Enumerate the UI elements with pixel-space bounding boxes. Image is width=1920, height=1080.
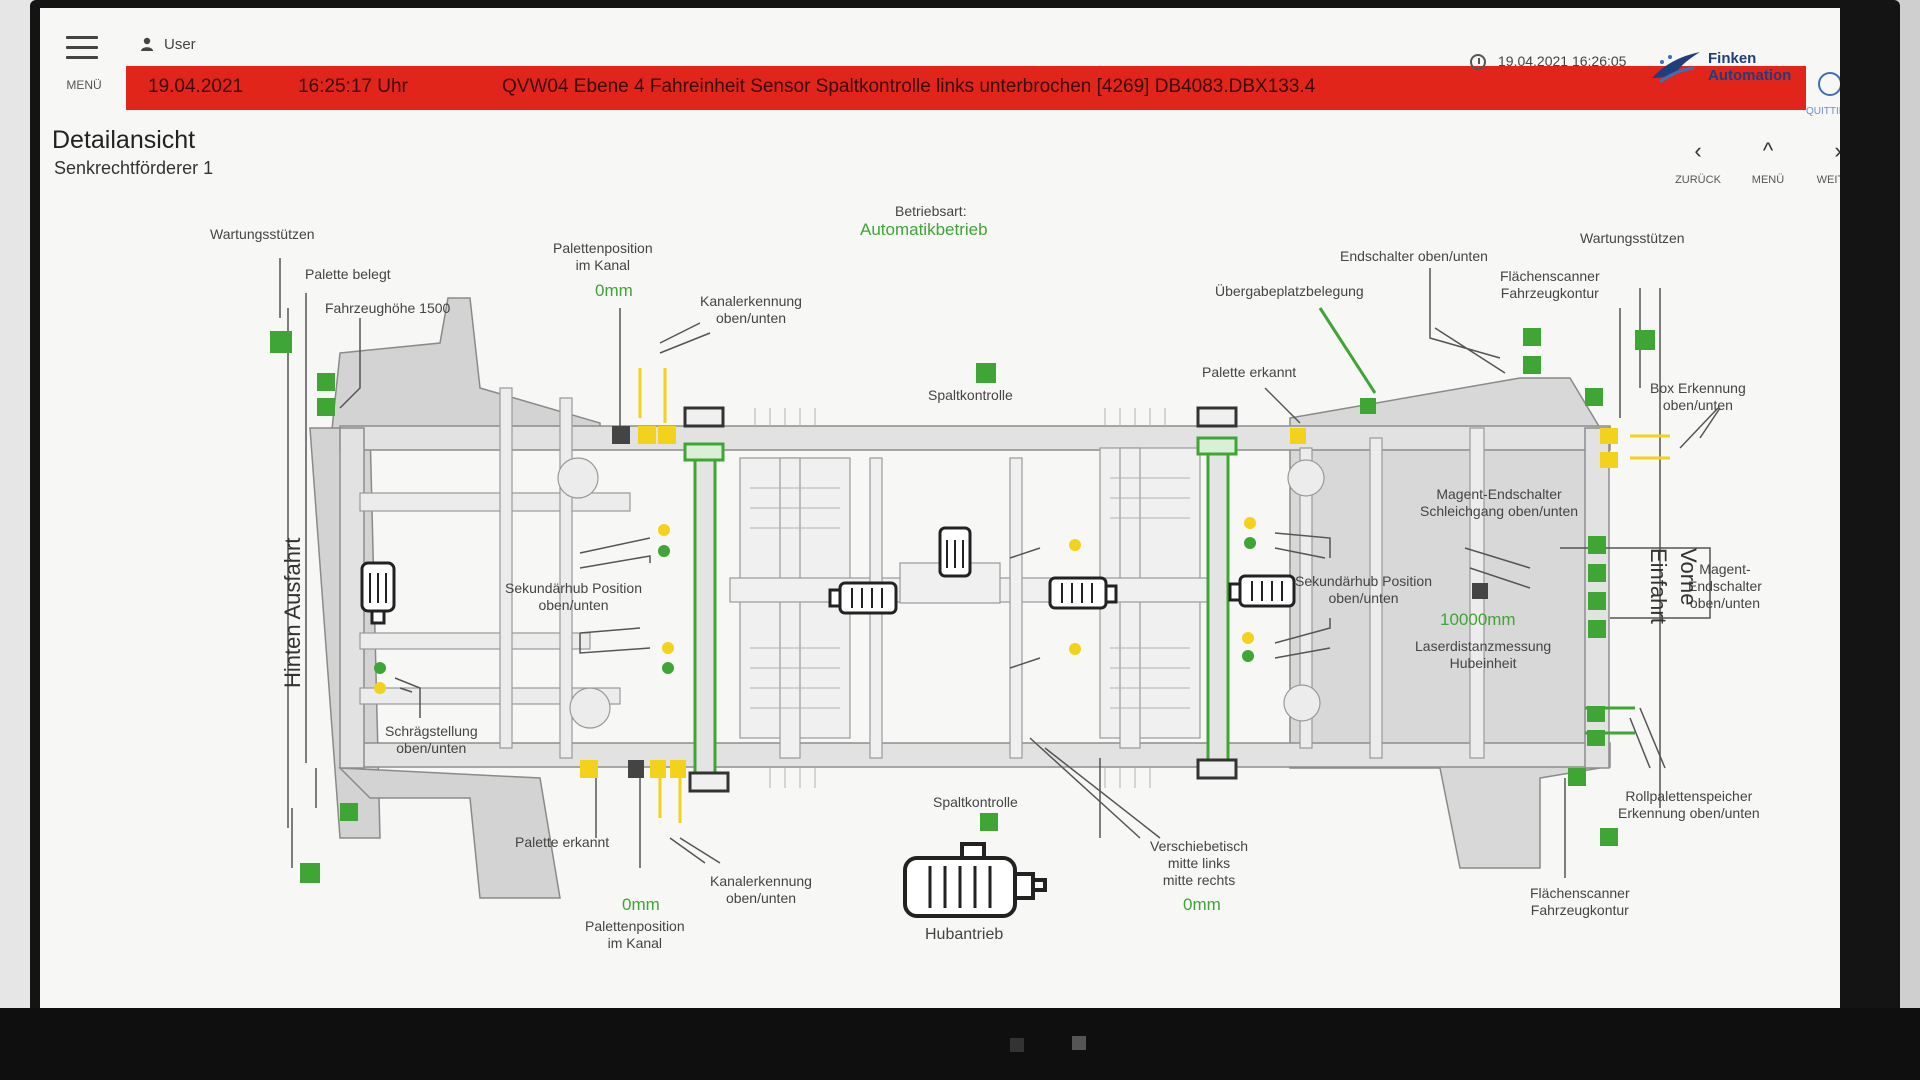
label-hinten-ausfahrt: Hinten Ausfahrt: [280, 537, 305, 688]
label-palette-erkannt-bottom: Palette erkannt: [515, 834, 610, 850]
motor-left-icon: [360, 561, 396, 625]
motor-center-left-icon: [828, 581, 898, 615]
sensors-gray: [612, 426, 1488, 778]
label-vorne-einfahrt: Vorne Einfahrt: [1646, 548, 1701, 624]
monitor-stand: [0, 1008, 1920, 1080]
label-box-erkennung: Box Erkennung oben/unten: [1650, 380, 1746, 413]
chevron-right-icon: ›: [1808, 140, 1840, 162]
motor-center-right-icon: [1048, 576, 1118, 610]
brand-line2: Automation: [1708, 67, 1792, 84]
leader-lines: [279, 258, 1721, 878]
label-palette-erkannt-top: Palette erkannt: [1202, 364, 1297, 380]
value-laserdistanz: 10000mm: [1440, 610, 1516, 629]
motor-center-icon: [938, 526, 972, 578]
label-palettenposition-bottom: Palettenposition im Kanal: [585, 918, 685, 951]
label-flaechenscanner-bottom: Flächenscanner Fahrzeugkontur: [1530, 885, 1630, 918]
hamburger-icon-bar: [66, 56, 98, 59]
central-carriage: [729, 447, 1211, 759]
menu-up-label: MENÜ: [1751, 174, 1785, 186]
guide-column-left: [683, 406, 730, 793]
conveyor-diagram: [270, 258, 1721, 918]
label-palette-belegt: Palette belegt: [305, 266, 391, 282]
label-schraegstellung: Schrägstellung oben/unten: [385, 723, 478, 756]
hubantrieb-motor-icon: [903, 842, 1047, 918]
monitor-control-button[interactable]: [1072, 1036, 1086, 1050]
acknowledge-label: QUITTIEREN: [1806, 106, 1840, 117]
label-sekundaerhub-left: Sekundärhub Position oben/unten: [505, 580, 642, 613]
sensor-wartungsstuetzen-left-top: [270, 331, 292, 353]
finken-bird-icon: [1652, 52, 1700, 84]
brand-logo: Finken Automation: [1650, 46, 1800, 94]
header: MENÜ User 19.04.2021 16:25:17 Uhr QVW04 …: [40, 8, 1840, 120]
datetime-display: 19.04.2021 16:26:05: [1470, 53, 1626, 70]
label-wartungsstuetzen-right: Wartungsstützen: [1580, 230, 1685, 246]
brand-line1: Finken: [1708, 50, 1757, 67]
label-kanalerkennung-bottom: Kanalerkennung oben/unten: [710, 873, 812, 906]
sensors-yellow: [374, 426, 1618, 778]
user-label: User: [164, 36, 196, 53]
hamburger-icon-bar: [66, 46, 98, 49]
label-sekundaerhub-right: Sekundärhub Position oben/unten: [1295, 573, 1432, 606]
alarm-time: 16:25:17 Uhr: [298, 76, 408, 97]
back-label: ZURÜCK: [1675, 174, 1721, 186]
hmi-screen: MENÜ User 19.04.2021 16:25:17 Uhr QVW04 …: [40, 8, 1840, 1008]
label-spaltkontrolle-top: Spaltkontrolle: [928, 387, 1013, 403]
value-palettenposition-top: 0mm: [595, 281, 633, 300]
chevron-left-icon: ‹: [1694, 138, 1702, 163]
next-label: WEITER: [1816, 174, 1840, 186]
label-spaltkontrolle-bottom: Spaltkontrolle: [933, 794, 1018, 810]
label-fahrzeughoehe: Fahrzeughöhe 1500: [325, 300, 451, 316]
alarm-date: 19.04.2021: [148, 76, 244, 97]
label-palettenposition-top: Palettenposition im Kanal: [553, 240, 653, 273]
operation-mode-value: Automatikbetrieb: [860, 220, 988, 239]
page-title: Detailansicht: [52, 126, 196, 154]
clock-icon: [1470, 54, 1486, 70]
menu-label: MENÜ: [66, 78, 102, 92]
acknowledge-icon: [1818, 72, 1840, 96]
main-rails: [339, 425, 1611, 769]
label-hubantrieb: Hubantrieb: [925, 926, 1004, 943]
page-subtitle: Senkrechtförderer 1: [54, 158, 214, 178]
label-wartungsstuetzen-left: Wartungsstützen: [210, 226, 315, 242]
label-rollpalettenspeicher: Rollpalettenspeicher Erkennung oben/unte…: [1618, 788, 1760, 821]
back-button[interactable]: ‹ ZURÜCK: [1668, 140, 1728, 190]
datetime-text: 19.04.2021 16:26:05: [1498, 53, 1627, 69]
structure-left: [359, 387, 631, 759]
user-indicator[interactable]: User: [140, 36, 196, 53]
value-palettenposition-bottom: 0mm: [622, 895, 660, 914]
label-endschalter: Endschalter oben/unten: [1340, 248, 1488, 264]
sensors-green: [270, 328, 1655, 883]
acknowledge-button[interactable]: QUITTIEREN: [1806, 60, 1840, 120]
carriage-grid: [750, 408, 1190, 788]
alarm-bar[interactable]: 19.04.2021 16:25:17 Uhr QVW04 Ebene 4 Fa…: [126, 66, 1806, 110]
chevron-up-icon: ^: [1762, 138, 1774, 163]
label-magent-endschalter: Magent- Endschalter oben/unten: [1688, 561, 1762, 611]
brand-name: Finken Automation: [1708, 50, 1808, 84]
label-kanalerkennung-top: Kanalerkennung oben/unten: [700, 293, 802, 326]
label-verschiebetisch: Verschiebetisch mitte links mitte rechts: [1150, 838, 1249, 888]
operation-mode-label: Betriebsart:: [895, 203, 967, 219]
guide-column-right: [1196, 406, 1238, 780]
label-laserdistanzmessung: Laserdistanzmessung Hubeinheit: [1415, 638, 1552, 671]
menu-button[interactable]: MENÜ: [60, 30, 108, 96]
monitor-control-button[interactable]: [1010, 1038, 1024, 1052]
label-magent-endschalter-schleichgang: Magent-Endschalter Schleichgang oben/unt…: [1420, 486, 1579, 519]
menu-up-button[interactable]: ^ MENÜ: [1738, 140, 1798, 190]
next-button[interactable]: › WEITER: [1808, 140, 1840, 190]
sensors-green-dots: [374, 537, 1256, 674]
label-flaechenscanner-top: Flächenscanner Fahrzeugkontur: [1500, 268, 1600, 301]
label-uebergabeplatzbelegung: Übergabeplatzbelegung: [1215, 283, 1364, 299]
hamburger-icon: [66, 36, 98, 39]
user-icon: [141, 37, 153, 51]
alarm-message: QVW04 Ebene 4 Fahreinheit Sensor Spaltko…: [502, 76, 1316, 97]
motor-right-icon: [1228, 574, 1296, 608]
value-verschiebetisch: 0mm: [1183, 895, 1221, 914]
